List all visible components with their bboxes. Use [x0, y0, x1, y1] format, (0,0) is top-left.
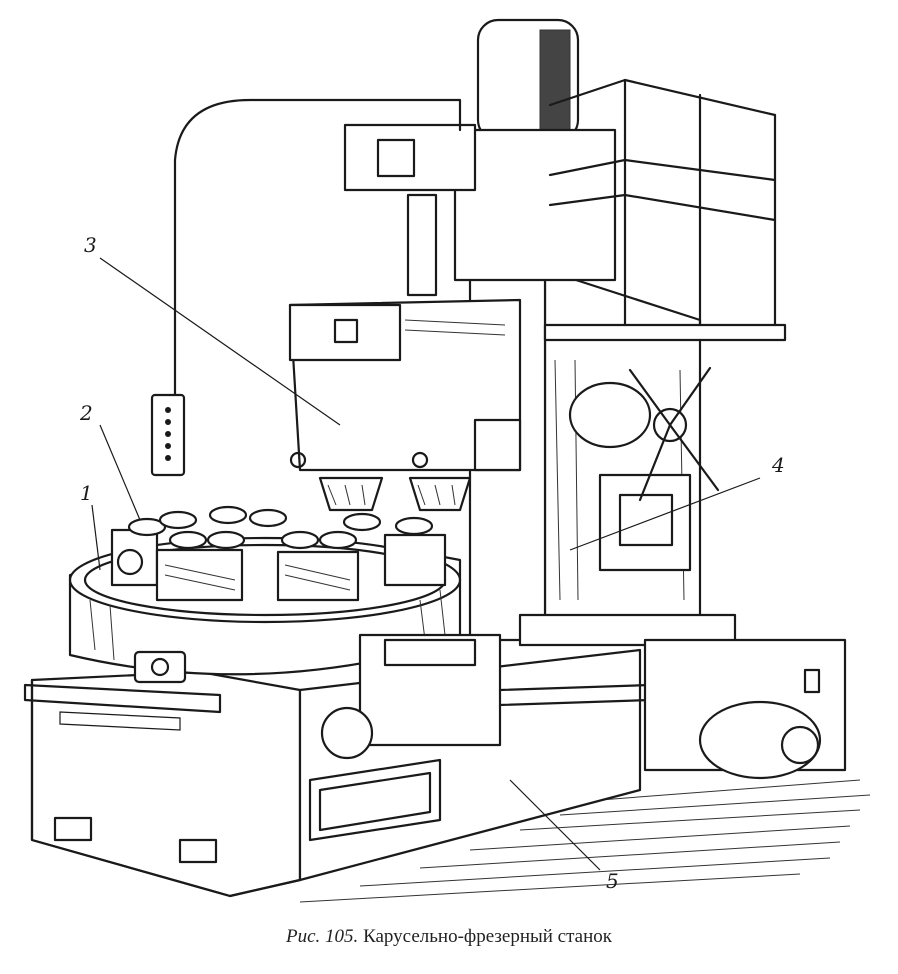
caption-title: Карусельно-фрезерный станок [363, 926, 612, 947]
ring-parts [127, 505, 434, 550]
callout-4: 4 [771, 453, 785, 477]
callout-leaders [91, 257, 761, 871]
top-assembly [453, 18, 787, 342]
fixtures [110, 505, 447, 602]
callout-5: 5 [606, 869, 619, 893]
callout-2: 2 [79, 401, 93, 425]
feed-drive [320, 633, 847, 780]
callout-1: 1 [80, 481, 93, 505]
cutters [318, 476, 472, 512]
handwheel [568, 366, 720, 502]
pendant-control [150, 98, 462, 477]
machine-bed [23, 648, 642, 898]
callout-3: 3 [84, 233, 97, 257]
figure-caption: Рис. 105. Карусельно-фрезерный станок [0, 926, 898, 948]
caption-prefix: Рис. 105. [286, 926, 359, 947]
floor-hatching [299, 779, 871, 903]
spindle-head [288, 123, 522, 472]
